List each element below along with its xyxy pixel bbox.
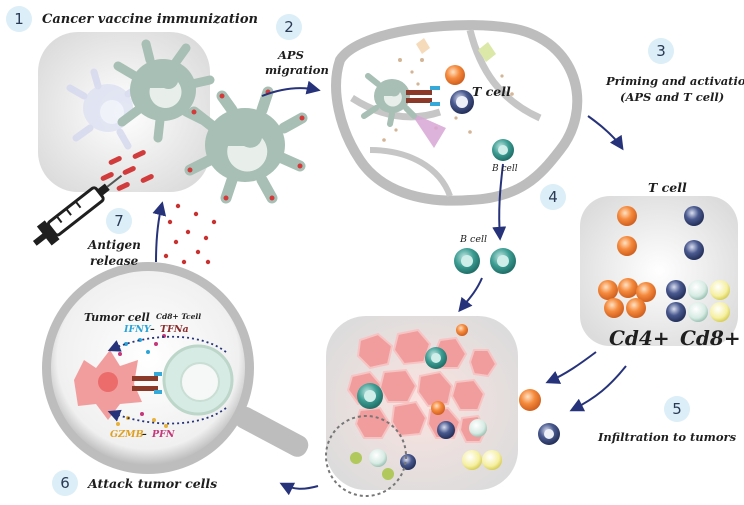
lymph-node <box>331 20 583 206</box>
gzmb-label: GZMB <box>110 429 144 440</box>
step-2-label-line2: migration <box>265 63 329 77</box>
gzmb-pfn-dash: – <box>142 429 147 440</box>
cd4-cells <box>598 206 656 318</box>
antigen-release-dots <box>163 203 217 265</box>
step-3-label-line1: Priming and activation <box>606 74 744 88</box>
tumor-cell-magnified <box>74 350 162 420</box>
step-2-badge: 2 <box>276 14 302 40</box>
arrow-4-bcell <box>492 163 507 241</box>
step-5-badge: 5 <box>664 396 690 422</box>
step-3-badge: 3 <box>648 38 674 64</box>
step-7-label-line1: Antigen <box>88 238 141 252</box>
cytokine-arrow-top <box>107 335 227 353</box>
tumor-cell-label: Tumor cell <box>84 311 150 324</box>
arrow-5b <box>569 365 627 412</box>
arrow-2-to-3 <box>587 115 624 151</box>
arrow-7 <box>152 201 167 263</box>
step-6-label: Attack tumor cells <box>88 476 218 491</box>
tumor-immune-cells <box>350 324 502 480</box>
step-5-label: Infiltration to tumors <box>598 430 737 444</box>
apc-cell-migrating <box>184 86 308 204</box>
cd4-label: Cd4+ <box>609 326 670 350</box>
cd8-tcell-magnified <box>162 344 234 416</box>
ifny-label: IFNY <box>124 324 151 335</box>
cd8-label: Cd8+ <box>680 326 741 350</box>
antigen-particles-panel <box>100 150 154 191</box>
syringe-icon <box>32 174 123 246</box>
t-cell-panel <box>580 196 738 346</box>
arrow-4-to-tumor <box>458 277 483 313</box>
step-3-label-line2: (APS and T cell) <box>620 90 725 104</box>
b-cell-node-label: B cell <box>492 164 518 174</box>
arrow-1-to-2 <box>261 80 321 97</box>
infiltrating-cd8-nucleus <box>544 429 554 439</box>
cd8-cells <box>666 206 730 322</box>
step-7-badge: 7 <box>106 208 132 234</box>
step-7-label-line2: release <box>90 254 139 268</box>
tumor-cell-cluster <box>346 328 498 443</box>
tfna-label: TFNa <box>160 324 189 335</box>
cd8-tcell-label: Cd8+ Tcell <box>156 312 202 321</box>
step-4-badge: 4 <box>540 184 566 210</box>
step-2-label-line1: APS <box>278 48 304 62</box>
t-cell-panel-title: T cell <box>648 180 687 195</box>
b-cell-pair <box>454 248 516 274</box>
b-cell-pair-label: B cell <box>460 234 488 245</box>
pfn-label: PFN <box>152 429 175 440</box>
step-1-label: Cancer vaccine immunization <box>42 12 258 27</box>
cytokine-arrow-bottom <box>107 407 227 425</box>
zoom-circle <box>325 415 407 497</box>
b-cell-node-nucleus <box>498 145 508 155</box>
arrow-6 <box>279 482 319 496</box>
arrow-5a <box>545 351 597 384</box>
ifny-tfna-dash: – <box>150 324 155 335</box>
step-6-badge: 6 <box>52 470 78 496</box>
magnifying-glass <box>42 262 309 474</box>
t-cell-node-label: T cell <box>472 84 511 99</box>
infiltrating-cd4-cell <box>519 389 541 411</box>
step-1-badge: 1 <box>6 6 32 32</box>
